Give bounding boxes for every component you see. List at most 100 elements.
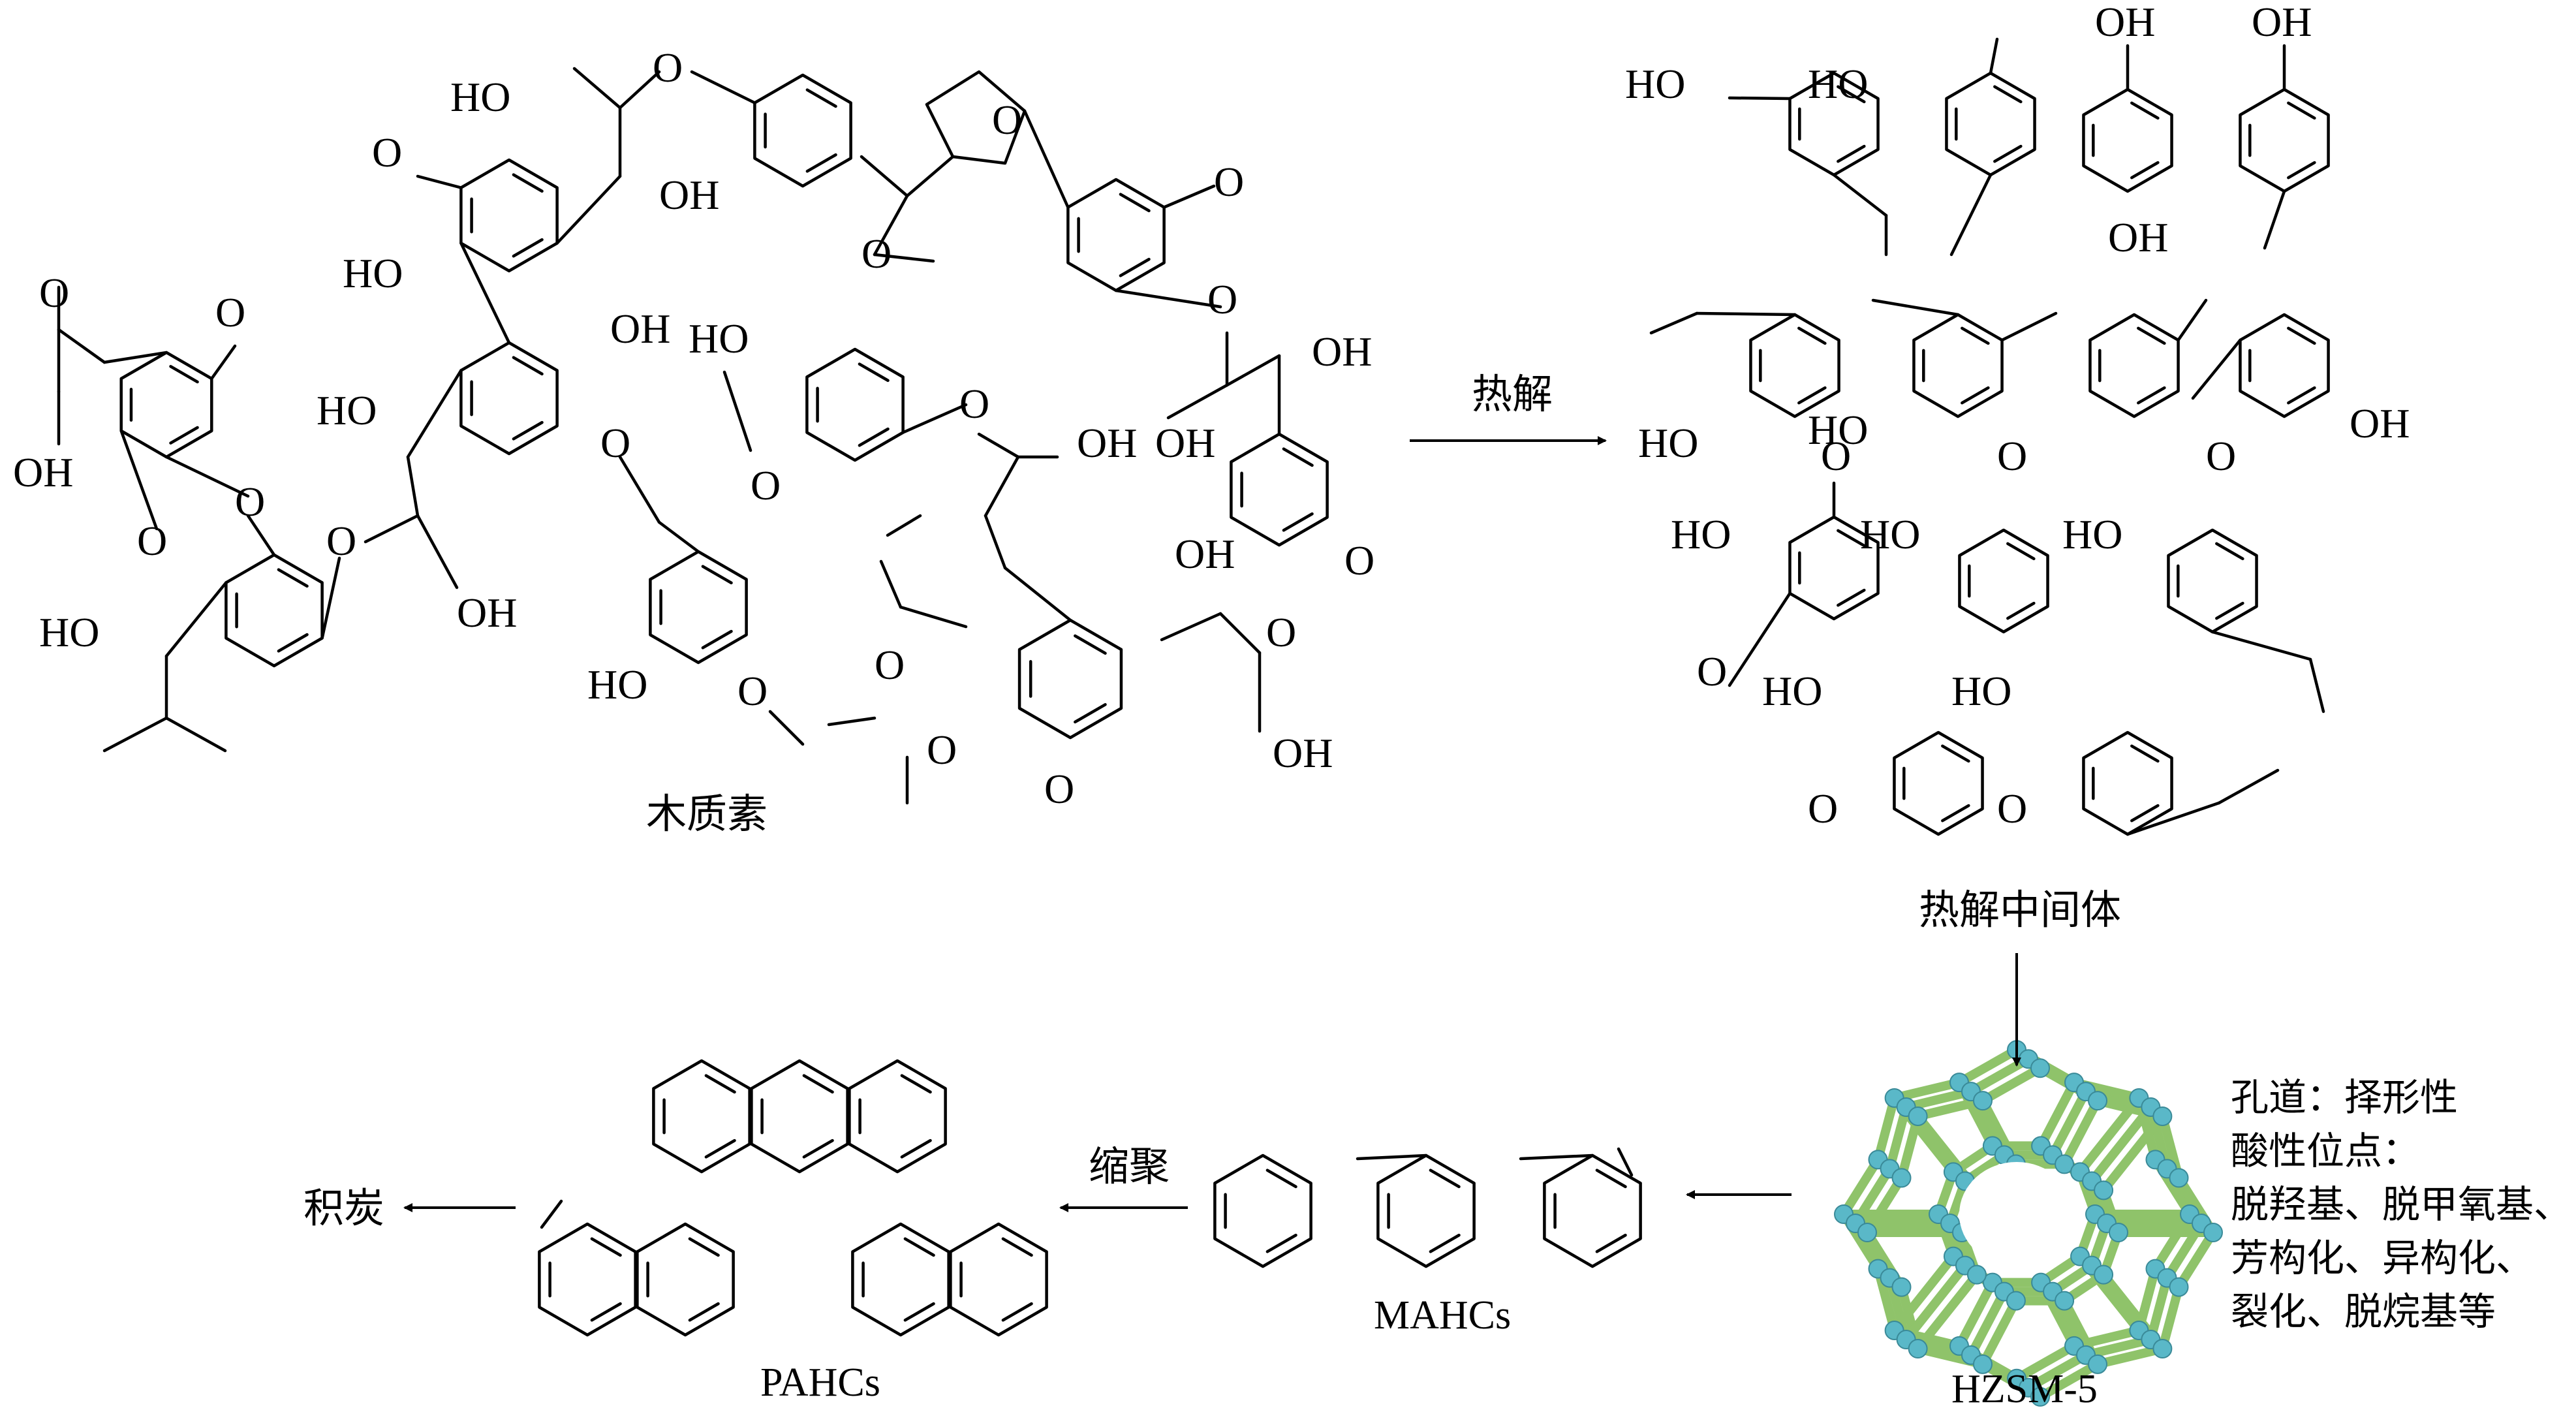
ring-double-bond <box>858 427 890 447</box>
bond <box>1871 298 1960 317</box>
hydroxyl: HO <box>1808 61 1868 107</box>
framework-bond <box>2048 1087 2091 1160</box>
framework-atom <box>2152 1339 2173 1359</box>
ring-double-bond <box>1429 1233 1461 1253</box>
bond <box>827 716 877 727</box>
ring-double-bond <box>1001 1237 1033 1257</box>
ring-double-bond <box>2215 542 2244 561</box>
ring-o: O <box>927 727 957 773</box>
ring-outline <box>459 341 559 456</box>
ring-double-bond <box>1961 326 1990 345</box>
bond <box>1832 173 1888 217</box>
hydroxyl: HO <box>1671 511 1731 557</box>
ring-outline <box>119 351 213 459</box>
ring-outline <box>1749 313 1840 418</box>
bond <box>873 194 909 257</box>
methoxy-o: O <box>1044 766 1074 812</box>
ring-double-bond <box>858 362 890 383</box>
ring-phenoxy <box>805 347 905 462</box>
methoxy-o: O <box>1697 648 1727 695</box>
framework-bond <box>1901 1261 1970 1345</box>
ring-central-upper <box>459 158 559 273</box>
bond <box>1617 1147 1634 1177</box>
hzsm5-framework <box>1834 1040 2223 1407</box>
pahc-anthracene-ring <box>652 1059 751 1174</box>
bond <box>1989 37 1999 75</box>
bond <box>618 455 661 524</box>
ring-double-bond <box>701 629 733 650</box>
hydroxyl: OH <box>2350 400 2410 447</box>
bond <box>899 605 968 629</box>
bond <box>977 432 1020 459</box>
ring-outline <box>1958 528 2049 634</box>
hydroxyl: HO <box>587 661 647 708</box>
framework-atom <box>2055 1154 2075 1174</box>
ring-outline <box>1945 71 2036 177</box>
ring-outline <box>2239 87 2330 193</box>
ring-outline <box>652 1059 751 1174</box>
framework-bond <box>1839 1155 1883 1219</box>
methoxy-o: O <box>1344 537 1374 584</box>
ring-outline <box>805 347 905 462</box>
framework-bond <box>2134 1264 2160 1336</box>
ring-double-bond <box>169 426 199 445</box>
ring-double-bond <box>1265 1233 1297 1253</box>
mahc-toluene <box>1376 1153 1476 1268</box>
hydroxyl: OH <box>13 449 73 495</box>
int-phenol <box>2082 87 2173 193</box>
bond <box>886 514 922 537</box>
pahc-anthracene-ring <box>848 1059 947 1174</box>
ring-outline <box>538 1222 637 1337</box>
pahc-methylnaphthalene-ring <box>538 1222 637 1337</box>
ring-outline <box>2167 528 2258 634</box>
ring-guaiacyl-right <box>1066 178 1166 292</box>
ring-outline <box>949 1222 1048 1337</box>
ring-outline <box>750 1059 849 1174</box>
bond <box>1728 96 1792 101</box>
bond <box>1695 311 1797 317</box>
hydroxyl: OH <box>1273 730 1333 776</box>
ring-double-bond <box>277 633 309 653</box>
ring-outline <box>1017 618 1123 740</box>
ether-o: O <box>600 420 630 466</box>
framework-atom <box>2094 1264 2114 1285</box>
ring-double-bond <box>1837 85 1866 104</box>
bond <box>555 174 622 245</box>
framework-atom <box>2109 1223 2128 1242</box>
ring-double-bond <box>2287 101 2316 120</box>
framework-atom <box>2094 1180 2114 1200</box>
hydroxyl: HO <box>450 74 510 120</box>
ring-double-bond <box>1961 386 1990 405</box>
bond <box>879 559 903 609</box>
bond <box>1218 612 1262 655</box>
ether-o: O <box>1207 276 1237 322</box>
bond <box>984 514 1007 570</box>
ring-outline <box>2088 313 2180 418</box>
framework-atom <box>1972 1091 1993 1111</box>
ring-double-bond <box>2215 601 2244 620</box>
ring-outline <box>1230 432 1329 547</box>
hydroxyl: HO <box>39 609 99 655</box>
ring-outline <box>753 73 852 188</box>
ring-double-bond <box>1837 529 1866 548</box>
bond <box>1003 566 1072 622</box>
ring-double-bond <box>900 1074 932 1094</box>
note-reactions-1: 脱羟基、脱甲氧基、 <box>2231 1182 2572 1227</box>
mahc-xylene <box>1543 1153 1642 1268</box>
ring-guaiacyl-left <box>225 553 324 668</box>
framework-bond <box>1889 1078 1964 1103</box>
framework-atom <box>2169 1277 2189 1297</box>
ring-double-bond <box>2287 161 2316 180</box>
ring-outline <box>225 553 324 668</box>
framework-bond <box>1873 1093 1899 1165</box>
framework-atom <box>2055 1291 2075 1311</box>
int-2,5-dimethylphenol <box>1945 71 2036 177</box>
framework-bond <box>1966 1287 2009 1360</box>
ring-double-bond <box>1837 144 1866 163</box>
framework-bond <box>1889 1251 1958 1336</box>
bond <box>2191 338 2242 400</box>
ring-double-bond <box>512 173 544 193</box>
ring-double-bond <box>2287 386 2316 405</box>
ring-outline <box>636 1222 735 1337</box>
